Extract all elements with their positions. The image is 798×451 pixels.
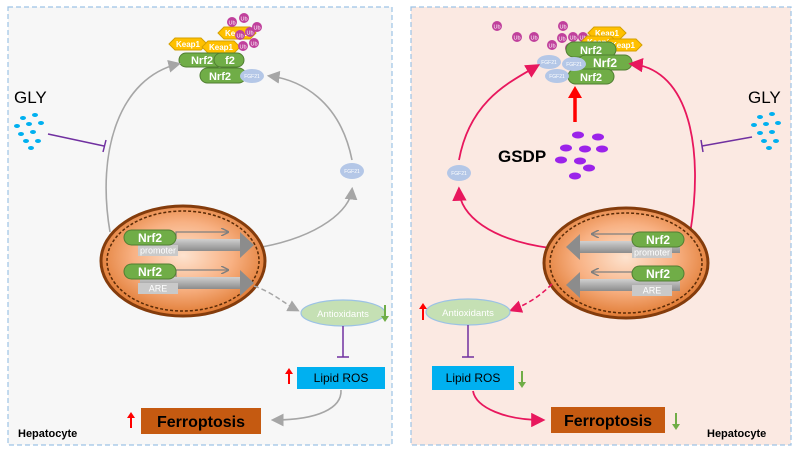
right-fgf21-expression-arrow (452, 186, 551, 249)
right-are-label: ARE (643, 286, 662, 296)
svg-text:FGF21: FGF21 (344, 169, 360, 175)
left-promoter-label: promoter (140, 246, 176, 256)
left-nucleus: promoter Nrf2 ARE Nrf2 (99, 204, 267, 318)
left-nucleus-nrf2-label: Nrf2 (138, 231, 162, 245)
right-complex-up-arrow (568, 86, 582, 122)
left-free-fgf21 (340, 163, 364, 179)
right-lipid-ros-down-arrow (518, 371, 526, 388)
right-ferroptosis-label: Ferroptosis (564, 413, 652, 430)
right-free-fgf21 (447, 165, 471, 181)
right-nrf2-keap1-complex: Ub Ub Ub Ub Ub Ub Ub Ub Ub Ub Keap1 Keap… (492, 21, 643, 85)
left-lipid-ros-up-arrow (285, 368, 293, 384)
right-lipid-ros-node (432, 366, 514, 390)
left-lipid-ros-label: Lipid ROS (314, 371, 369, 385)
left-keap1-label: Keap1 (209, 43, 234, 52)
left-antioxidants-inhibition (337, 326, 349, 358)
left-keap1-label: Keap1 (176, 40, 201, 49)
right-gly-inhibition (700, 136, 753, 153)
right-gsdp-label: GSDP (498, 147, 546, 166)
right-nrf2-label: Nrf2 (580, 72, 602, 84)
left-antioxidant-expression-arrow (253, 285, 300, 312)
svg-text:Ub: Ub (579, 36, 586, 42)
right-gsdp-dots (555, 131, 608, 180)
right-fgf21-bound (545, 69, 569, 83)
right-lipid-ros-label: Lipid ROS (446, 371, 501, 385)
left-gly-dots (14, 113, 44, 150)
svg-text:FGF21: FGF21 (541, 60, 557, 66)
right-nucleus: promoter Nrf2 ARE Nrf2 (542, 206, 710, 320)
left-panel: Keap1 Keap1 Keap1 Ub Ub Ub Ub Ub Ub Ub N… (7, 6, 393, 446)
left-fgf21-expression-arrow (261, 186, 358, 248)
svg-text:Ub: Ub (559, 25, 566, 31)
left-are-label: ARE (149, 284, 168, 294)
svg-text:FGF21: FGF21 (566, 62, 582, 68)
svg-text:Ub: Ub (250, 42, 257, 48)
left-hepatocyte-label: Hepatocyte (18, 428, 77, 440)
right-gly-dots (751, 112, 781, 150)
right-nucleus-nrf2-label: Nrf2 (646, 267, 670, 281)
svg-text:FGF21: FGF21 (549, 74, 565, 80)
right-nucleus-nrf2-label: Nrf2 (646, 233, 670, 247)
svg-text:Ub: Ub (513, 36, 520, 42)
right-fgf21-bound (562, 57, 586, 71)
left-ub-chain: Ub Ub Ub Ub Ub Ub Ub (227, 13, 262, 51)
right-antioxidants-label: Antioxidants (442, 308, 494, 319)
right-nrf2-release-arrow (628, 57, 696, 235)
left-nrf2-keap1-complex: Keap1 Keap1 Keap1 Ub Ub Ub Ub Ub Ub Ub N… (168, 13, 264, 84)
svg-text:Ub: Ub (236, 34, 243, 40)
right-ferroptosis-down-arrow (672, 413, 680, 430)
right-hepatocyte-label: Hepatocyte (707, 428, 766, 440)
left-nrf2-label: Nrf2 (191, 55, 213, 67)
left-lipid-ros-node (297, 367, 385, 389)
svg-text:Ub: Ub (239, 45, 246, 51)
right-gene-row-promoter: promoter Nrf2 (566, 232, 685, 260)
right-fgf21-bound (537, 55, 561, 69)
right-keap1-label: Keap1 (611, 41, 636, 50)
right-panel: Ub Ub Ub Ub Ub Ub Ub Ub Ub Ub Keap1 Keap… (410, 6, 792, 446)
right-fgf21-binding-arrow (458, 64, 541, 161)
right-antioxidant-expression-arrow (509, 283, 553, 313)
left-gly-label: GLY (14, 88, 47, 107)
right-promoter-label: promoter (634, 248, 670, 258)
right-keap1-label: Keap1 (595, 29, 620, 38)
left-antioxidants-down-arrow (381, 305, 389, 322)
right-nrf2-label: Nrf2 (593, 56, 617, 70)
svg-text:Ub: Ub (548, 44, 555, 50)
right-nrf2-label: Nrf2 (580, 45, 602, 57)
svg-text:Ub: Ub (240, 17, 247, 23)
left-ferroptosis-arrow (270, 389, 342, 427)
svg-text:FGF21: FGF21 (244, 74, 260, 80)
right-ferroptosis-arrow (472, 390, 546, 428)
svg-text:Ub: Ub (246, 31, 253, 37)
right-gly-label: GLY (748, 88, 781, 107)
left-fgf21-bound (240, 69, 264, 83)
svg-text:Ub: Ub (493, 25, 500, 31)
left-gene-row-promoter: promoter Nrf2 (123, 230, 254, 258)
right-antioxidants-up-arrow (419, 303, 427, 320)
svg-text:FGF21: FGF21 (451, 171, 467, 177)
svg-text:Ub: Ub (228, 21, 235, 27)
svg-text:Ub: Ub (558, 37, 565, 43)
right-gene-row-are: ARE Nrf2 (566, 265, 685, 298)
left-nrf2-label: Nrf2 (209, 71, 231, 83)
left-antioxidants-label: Antioxidants (317, 309, 369, 320)
left-ferroptosis-up-arrow (127, 412, 135, 428)
right-ferroptosis-node (551, 407, 665, 433)
left-ferroptosis-node (141, 408, 261, 434)
svg-text:Ub: Ub (569, 36, 576, 42)
left-nrf2-release-arrow (105, 60, 182, 233)
left-nrf2-label: f2 (225, 55, 235, 67)
left-fgf21-binding-arrow (266, 70, 353, 161)
svg-text:Ub: Ub (530, 36, 537, 42)
svg-text:Ub: Ub (253, 26, 260, 32)
right-antioxidants-inhibition (462, 325, 474, 358)
left-gly-inhibition (47, 133, 107, 153)
left-gene-row-are: ARE Nrf2 (123, 263, 254, 296)
left-ferroptosis-label: Ferroptosis (157, 414, 245, 431)
left-nucleus-nrf2-label: Nrf2 (138, 265, 162, 279)
